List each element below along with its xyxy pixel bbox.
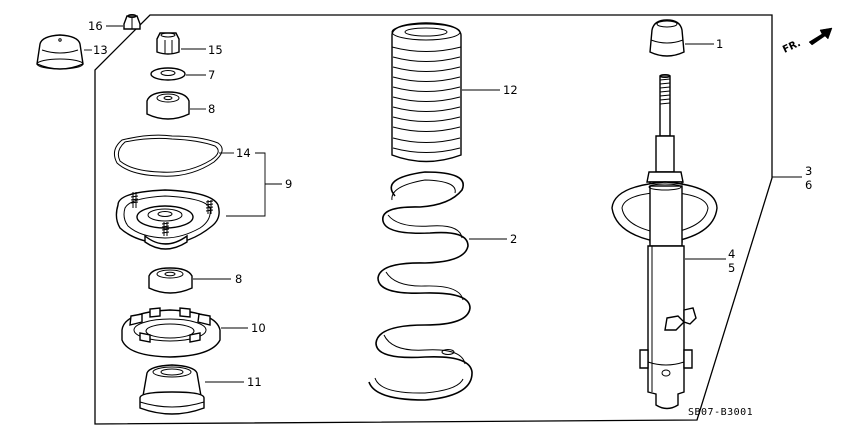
callout-9: 9 [285, 177, 292, 191]
part-16-flange-nut [123, 14, 141, 30]
callout-8-lower: 8 [235, 272, 242, 286]
part-8-upper-bushing [146, 91, 190, 120]
callout-15: 15 [208, 43, 223, 57]
callout-14: 14 [236, 146, 251, 160]
part-15-lock-nut [156, 32, 180, 55]
callout-12: 12 [503, 83, 518, 97]
callout-7: 7 [208, 68, 215, 82]
bracket-9 [226, 152, 266, 217]
fr-label: FR. [781, 38, 802, 56]
callout-10: 10 [251, 321, 266, 335]
part-9-strut-mount [115, 189, 220, 250]
part-2-coil-spring [368, 171, 473, 401]
callout-3: 3 [805, 164, 812, 178]
callout-4: 4 [728, 247, 735, 261]
callout-16: 16 [88, 19, 103, 33]
assembly-frame [94, 14, 773, 425]
callout-13: 13 [93, 43, 108, 57]
part-12-dust-boot [391, 22, 462, 163]
part-14-gasket [113, 134, 223, 177]
part-11-bump-boot [139, 364, 205, 415]
callout-11: 11 [247, 375, 262, 389]
diagram-code: SB07-B3001 [688, 407, 753, 418]
part-7-washer [150, 67, 186, 81]
part-4-5-shock-absorber [611, 74, 718, 410]
callout-2: 2 [510, 232, 517, 246]
part-13-dust-cap [36, 34, 84, 70]
part-10-spring-seat [121, 307, 221, 358]
front-direction-indicator: FR. [781, 27, 833, 56]
callout-8-upper: 8 [208, 102, 215, 116]
part-8-lower-bushing [148, 267, 193, 294]
callout-1: 1 [716, 37, 723, 51]
callout-5: 5 [728, 261, 735, 275]
part-1-bump-rubber [649, 19, 685, 57]
callout-6: 6 [805, 178, 812, 192]
fr-arrow-icon [808, 27, 833, 46]
